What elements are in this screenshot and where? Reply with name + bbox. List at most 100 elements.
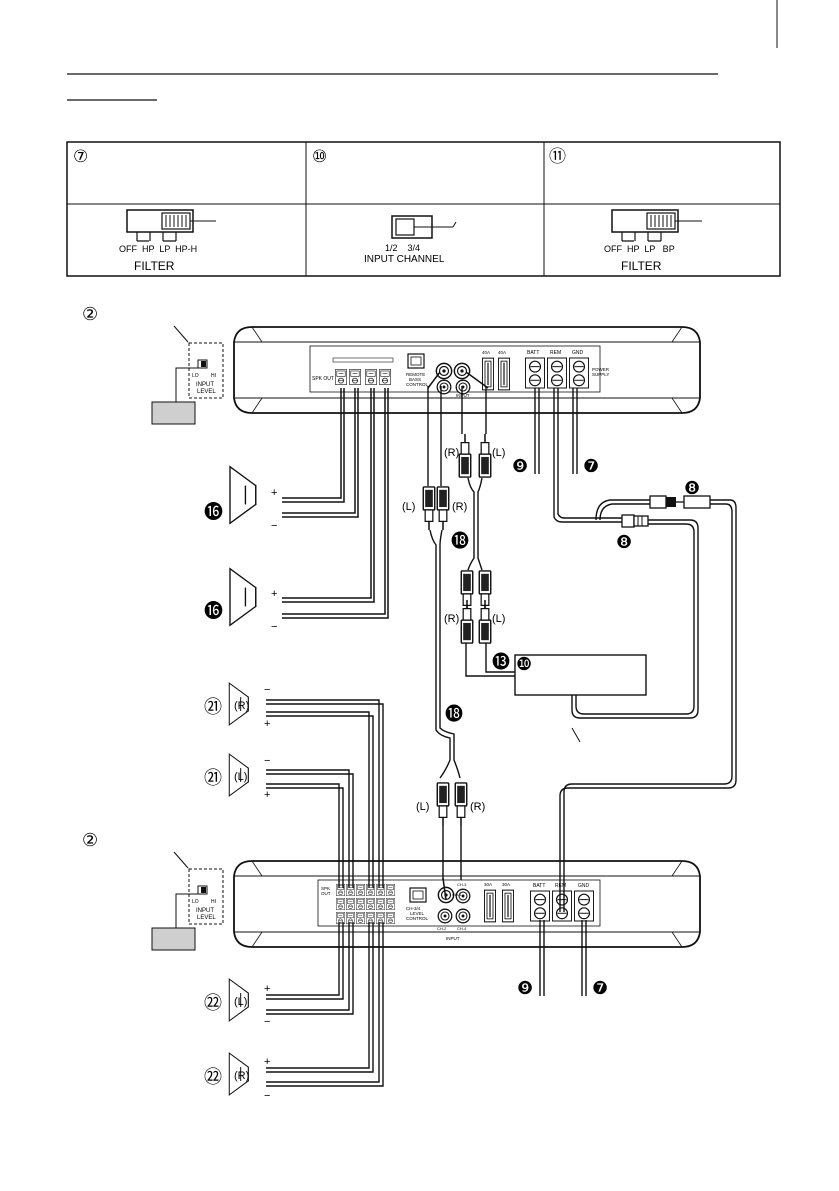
- diagram-label: ⓭: [492, 652, 510, 672]
- diagram-label: (L): [492, 447, 505, 459]
- rca-plug-l-hu: [478, 600, 492, 644]
- amp1-rem-terminal: [547, 357, 567, 389]
- amplifier-2: SPK OUT CH-3/4 LEVEL CONTROL: [233, 860, 701, 948]
- speaker-22-right: ㉒ (R) + −: [204, 1052, 270, 1102]
- diagram-label: LEVEL: [410, 911, 425, 916]
- diagram-label: ㉒: [204, 993, 222, 1013]
- diagram-label: (R): [444, 613, 459, 625]
- diagram-label: (L): [234, 996, 247, 1008]
- diagram-label: LEVEL: [197, 915, 216, 921]
- diagram-label: INPUT: [446, 936, 460, 941]
- diagram-label: ❾: [512, 456, 528, 476]
- input-channel-ticks: 1/2 3/4: [385, 243, 420, 253]
- amp2-rem-terminal: [552, 890, 572, 922]
- diagram-label: GND: [578, 883, 590, 889]
- amplifier-1: SPK OUT REMOTE BASS CONTROL INPUT 40A 40…: [233, 326, 701, 414]
- amp2-level-switch: LO HI INPUT LEVEL: [151, 851, 224, 951]
- speaker-21-left: ㉑ (L) − +: [204, 753, 270, 801]
- diagram-label: +: [264, 1056, 270, 1068]
- diagram-label: INPUT: [196, 908, 214, 914]
- diagram-label: ㉑: [204, 697, 222, 717]
- diagram-label: BATT: [533, 883, 545, 889]
- rca-plug-l-amp1: [422, 486, 436, 530]
- diagram-label: ❾: [517, 978, 533, 998]
- diagram-label: ❼: [583, 456, 599, 476]
- table-col2-number: ⑩: [312, 147, 327, 166]
- diagram-label: −: [264, 1090, 270, 1102]
- diagram-label: ⓲: [451, 531, 469, 551]
- power-wiring: [534, 388, 737, 996]
- fuse-holder-lower: [621, 514, 649, 528]
- diagram-label: −: [264, 684, 270, 696]
- diagram-label: −: [271, 520, 277, 532]
- diagram-label: HI: [211, 899, 216, 905]
- amp2-number: ②: [82, 830, 98, 850]
- diagram-label: OUT: [321, 891, 331, 896]
- diagram-label: ⓰: [204, 600, 223, 622]
- diagram-label: LO: [192, 373, 199, 379]
- input-channel-label: INPUT CHANNEL: [364, 254, 445, 265]
- diagram-label: (R): [234, 1070, 249, 1082]
- diagram-label: BATT: [527, 350, 539, 356]
- input-arrows: [427, 371, 489, 901]
- diagram-label: REMOTE: [406, 372, 425, 377]
- diagram-label: CH-4: [457, 926, 467, 931]
- diagram-label: (L): [416, 801, 429, 813]
- diagram-label: LEVEL: [197, 389, 216, 395]
- diagram-label: 40A: [482, 350, 490, 355]
- diagram-label: −: [271, 621, 277, 633]
- amp1-level-note-box: [151, 401, 196, 425]
- amp2-gnd-terminal: [574, 890, 594, 922]
- rca-plug-r-in: [458, 434, 472, 478]
- diagram-label: ❽: [684, 478, 700, 498]
- speaker-21-right: ㉑ (R) − +: [204, 682, 270, 730]
- diagram-label: −: [264, 1016, 270, 1028]
- diagram-label: (L): [402, 501, 415, 513]
- diagram-label: (L): [492, 613, 505, 625]
- diagram-label: BASS: [409, 377, 421, 382]
- diagram-label: GND: [572, 350, 584, 356]
- diagram-label: ❿: [516, 654, 532, 674]
- diagram-label: +: [264, 789, 270, 801]
- settings-table: ⑦ ⑩ ⑪ OFF HP LP HP-H FILTER 1/2 3/4: [66, 141, 781, 277]
- amp1-rca-fr: [453, 362, 471, 380]
- diagram-label: CH-3: [457, 882, 467, 887]
- diagram-label: INPUT: [196, 382, 214, 388]
- diagram-label: POWER: [592, 367, 610, 372]
- diagram-label: LO: [192, 899, 199, 905]
- table-col1-number: ⑦: [73, 147, 88, 166]
- diagram-label: CH-3/4: [406, 906, 421, 911]
- amp2-level-note-box: [151, 927, 196, 951]
- speaker-16-a: ⓰ + −: [204, 466, 277, 532]
- diagram-label: (R): [444, 447, 459, 459]
- diagram-label: ㉒: [204, 1067, 222, 1087]
- diagram-label: ㉑: [204, 768, 222, 788]
- diagram-label: ❽: [616, 532, 632, 552]
- head-unit-box: [514, 654, 647, 696]
- speaker-wires-amp1: [282, 388, 389, 619]
- diagram-label: SPK OUT: [312, 376, 334, 382]
- amp2-batt-terminal: [530, 890, 550, 922]
- diagram-label: (L): [234, 771, 247, 783]
- diagram-label: 30A: [484, 882, 492, 887]
- diagram-label: ❼: [592, 978, 608, 998]
- amp1-gnd-terminal: [569, 357, 589, 389]
- speaker-22-left: ㉒ (L) + −: [204, 978, 270, 1028]
- diagram-label: SPK: [321, 886, 330, 891]
- rca-plug-r-amp2: [454, 782, 468, 826]
- filter-ticks-1: OFF HP LP HP-H: [119, 244, 197, 254]
- amp1-batt-terminal: [525, 357, 545, 389]
- fuse-holder-upper: [649, 495, 711, 509]
- amp1-rca-fl: [435, 362, 453, 380]
- rca-plug-r-hu: [460, 600, 474, 644]
- amp1-number: ②: [82, 304, 98, 324]
- amp1-level-switch: LO HI INPUT LEVEL: [151, 325, 224, 425]
- diagram-label: CH-2: [437, 926, 447, 931]
- head-unit-leader: [571, 727, 581, 743]
- diagram-label: ⓰: [204, 501, 223, 523]
- filter-label-1: FILTER: [134, 259, 175, 273]
- diagram-label: INPUT: [456, 393, 470, 398]
- diagram-label: +: [264, 718, 270, 730]
- amp2-fuse-1: [484, 889, 496, 923]
- diagram-label: CONTROL: [406, 382, 428, 387]
